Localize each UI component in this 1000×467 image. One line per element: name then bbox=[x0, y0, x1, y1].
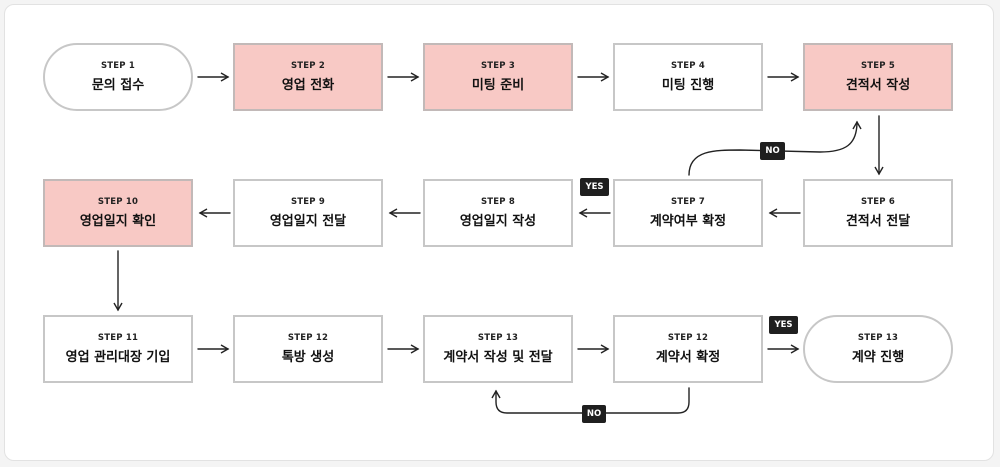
step-3-box: STEP 3 미팅 준비 bbox=[423, 43, 573, 111]
step-number: STEP 4 bbox=[670, 61, 706, 72]
step-number: STEP 6 bbox=[860, 197, 896, 208]
step-5-box: STEP 5 견적서 작성 bbox=[803, 43, 953, 111]
step-label: 계약여부 확정 bbox=[649, 213, 727, 229]
step-1-box: STEP 1 문의 접수 bbox=[43, 43, 193, 111]
step-label: 영업일지 작성 bbox=[459, 213, 537, 229]
no-badge-bottom: NO bbox=[582, 405, 606, 423]
step-number: STEP 7 bbox=[670, 197, 706, 208]
step-label: 계약서 작성 및 전달 bbox=[443, 349, 553, 365]
step-number: STEP 9 bbox=[290, 197, 326, 208]
step-label: 영업 관리대장 기입 bbox=[65, 349, 171, 365]
step-6-box: STEP 6 견적서 전달 bbox=[803, 179, 953, 247]
step-number: STEP 1 bbox=[100, 61, 136, 72]
step-number: STEP 13 bbox=[857, 333, 899, 344]
step-number: STEP 8 bbox=[480, 197, 516, 208]
step-label: 견적서 전달 bbox=[845, 213, 911, 229]
step-number: STEP 2 bbox=[290, 61, 326, 72]
step-label: 영업 전화 bbox=[281, 77, 335, 93]
step-number: STEP 12 bbox=[287, 333, 329, 344]
arrow-s7-no-s5 bbox=[688, 120, 862, 176]
step-number: STEP 13 bbox=[477, 333, 519, 344]
step-12-box: STEP 12 톡방 생성 bbox=[233, 315, 383, 383]
step-number: STEP 12 bbox=[667, 333, 709, 344]
step-label: 톡방 생성 bbox=[281, 349, 335, 365]
step-label: 견적서 작성 bbox=[845, 77, 911, 93]
step-number: STEP 11 bbox=[97, 333, 139, 344]
step-label: 문의 접수 bbox=[91, 77, 145, 93]
step-7-box: STEP 7 계약여부 확정 bbox=[613, 179, 763, 247]
step-13-box: STEP 13 계약서 작성 및 전달 bbox=[423, 315, 573, 383]
step-4-box: STEP 4 미팅 진행 bbox=[613, 43, 763, 111]
yes-badge-bottom: YES bbox=[769, 316, 798, 334]
step-label: 계약 진행 bbox=[851, 349, 905, 365]
step-number: STEP 5 bbox=[860, 61, 896, 72]
step-10-box: STEP 10 영업일지 확인 bbox=[43, 179, 193, 247]
step-label: 미팅 준비 bbox=[471, 77, 525, 93]
no-badge-top: NO bbox=[760, 142, 785, 160]
step-11-box: STEP 11 영업 관리대장 기입 bbox=[43, 315, 193, 383]
step-8-box: STEP 8 영업일지 작성 bbox=[423, 179, 573, 247]
step-12b-box: STEP 12 계약서 확정 bbox=[613, 315, 763, 383]
step-number: STEP 3 bbox=[480, 61, 516, 72]
step-label: 미팅 진행 bbox=[661, 77, 715, 93]
step-9-box: STEP 9 영업일지 전달 bbox=[233, 179, 383, 247]
step-label: 영업일지 확인 bbox=[79, 213, 157, 229]
step-label: 영업일지 전달 bbox=[269, 213, 347, 229]
step-label: 계약서 확정 bbox=[655, 349, 721, 365]
step-number: STEP 10 bbox=[97, 197, 139, 208]
step-2-box: STEP 2 영업 전화 bbox=[233, 43, 383, 111]
yes-badge-mid: YES bbox=[580, 178, 609, 196]
step-13b-box: STEP 13 계약 진행 bbox=[803, 315, 953, 383]
